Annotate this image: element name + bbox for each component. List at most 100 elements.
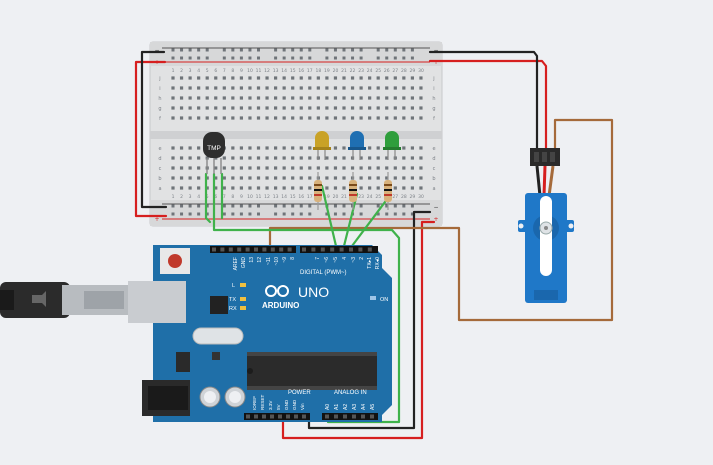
breadboard-row-label: e [432,146,435,152]
arduino-model: UNO [298,284,329,300]
breadboard-column-label: 13 [273,68,279,74]
digital-pin-label: 2 [359,257,365,260]
breadboard-column-label: 1 [172,68,175,74]
breadboard-column-label: 19 [324,68,330,74]
breadboard-column-label: 28 [401,194,407,200]
analog-pin-label: A2 [343,404,349,410]
wire-servo-power [428,59,548,152]
breadboard-column-label: 30 [418,194,424,200]
breadboard-column-label: 24 [367,194,373,200]
led-green[interactable] [383,131,401,160]
servo-horn [540,196,552,276]
breadboard-row-label: h [158,96,161,102]
breadboard-column-label: 7 [223,68,226,74]
breadboard-column-label: 8 [231,194,234,200]
breadboard-column-label: 25 [375,194,381,200]
breadboard-row-label: j [432,76,434,82]
breadboard-row-label: a [432,186,435,192]
digital-pin-label: ~10 [274,257,280,266]
servo-motor[interactable] [518,148,574,303]
breadboard-column-label: 15 [290,194,296,200]
breadboard-column-label: 25 [375,68,381,74]
breadboard-column-label: 5 [206,68,209,74]
rail-polarity-label: − [433,204,438,211]
resistor-1[interactable] [314,172,322,210]
analog-pin-label: A5 [370,404,376,410]
power-pin-label: 3.3V [268,400,273,410]
breadboard-column-label: 11 [256,194,262,200]
analog-pin-label: A1 [334,404,340,410]
breadboard-row-label: c [433,166,436,172]
wire-servo-ground [428,50,539,152]
led-blue[interactable] [348,131,366,160]
digital-pin-label: ~3 [351,257,357,263]
breadboard-column-label: 13 [273,194,279,200]
analog-pin-label: A0 [325,404,331,410]
breadboard-row-label: g [432,106,435,112]
breadboard-row-label: i [433,86,434,92]
microcontroller-chip [247,356,377,386]
reset-button[interactable] [168,254,182,268]
led-yellow-dome [315,131,329,148]
rail-polarity-label: + [433,59,438,66]
wire-5v-rail [281,220,436,440]
wire-led-yellow [320,184,338,248]
arduino-board[interactable]: ON L TX RX ARDUINO UNO DIGITAL (PWM~) PO… [128,245,392,422]
power-header-label: POWER [288,390,311,396]
on-label: ON [380,297,388,303]
digital-pin-label: 12 [257,257,263,263]
breadboard-column-label: 5 [206,194,209,200]
breadboard-column-label: 4 [197,194,200,200]
analog-header [322,413,378,420]
breadboard-row-label: h [432,96,435,102]
power-pin-label: GND [284,399,289,410]
breadboard-column-label: 6 [214,194,217,200]
breadboard-row-label: i [159,86,160,92]
breadboard-column-label: 21 [341,194,347,200]
breadboard-column-label: 7 [223,194,226,200]
resistor-3[interactable] [384,172,392,210]
breadboard-column-label: 2 [180,194,183,200]
breadboard-column-label: 30 [418,68,424,74]
breadboard-column-label: 24 [367,68,373,74]
breadboard-column-label: 20 [333,68,339,74]
breadboard-column-label: 2 [180,68,183,74]
resistor-2[interactable] [349,172,357,210]
breadboard-column-label: 26 [384,68,390,74]
breadboard-holes [171,48,423,216]
digital-pin-label: RX◂0 [375,257,381,269]
breadboard-column-label: 18 [315,68,321,74]
temperature-sensor[interactable]: TMP [203,132,225,174]
temperature-sensor-label: TMP [207,145,221,152]
breadboard-column-label: 10 [247,68,253,74]
breadboard-column-label: 12 [264,194,270,200]
breadboard-column-label: 27 [392,194,398,200]
wire-led-green [350,196,390,248]
breadboard-column-label: 27 [392,68,398,74]
breadboard-column-label: 19 [324,194,330,200]
digital-pin-label: TX▸1 [367,257,373,269]
arduino-logo-icon [265,285,277,297]
wire-sensor-left [204,172,212,224]
digital-pin-label: ~5 [333,257,339,263]
breadboard-column-label: 17 [307,194,313,200]
led-green-dome [385,131,399,148]
power-pin-label: RESET [260,394,265,410]
analog-pin-label: A4 [361,404,367,410]
breadboard-labels: 1122334455667788991010111112121313141415… [154,47,438,223]
breadboard-row-label: f [433,116,435,122]
breadboard: 1122334455667788991010111112121313141415… [149,41,443,227]
breadboard-column-label: 29 [410,68,416,74]
led-yellow[interactable] [313,131,331,160]
usb-port[interactable] [128,281,186,323]
breadboard-row-label: d [432,156,435,162]
rail-polarity-label: − [433,47,438,54]
power-pin-label: GND [292,399,297,410]
wire-servo-signal [268,118,614,322]
breadboard-column-label: 23 [358,194,364,200]
breadboard-column-label: 16 [298,68,304,74]
power-pin-label: Vin [300,403,305,410]
